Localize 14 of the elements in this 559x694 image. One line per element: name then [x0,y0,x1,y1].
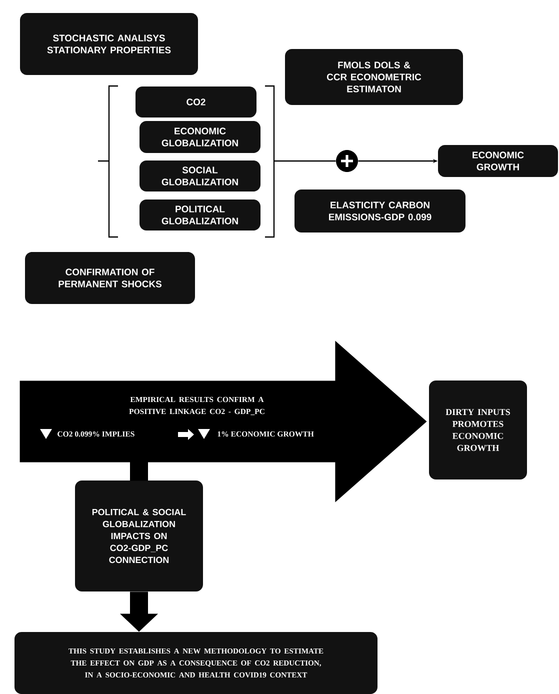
process-box: FMOLS DOLS & CCR ECONOMETRIC ESTIMATON [285,49,463,105]
process-box: POLITICAL & SOCIAL GLOBALIZATION IMPACTS ON CO2-GDP_PC CONNECTION [75,480,203,592]
variable-box: CO2 [136,86,256,118]
process-box: CONFIRMATION OF PERMANENT SHOCKS [25,252,195,304]
conclusion-box: DIRTY INPUTS PROMOTES ECONOMIC GROWTH [429,380,527,480]
variable-box: POLITICAL GLOBALIZATION [140,200,260,230]
block-arrow [20,340,427,502]
connector-bar [130,462,148,481]
variable-box: SOCIAL GLOBALIZATION [140,160,260,192]
process-box: STOCHASTIC ANALISYS STATIONARY PROPERTIES [20,13,198,75]
result-box: ECONOMIC GROWTH [438,145,558,177]
variable-box: ECONOMIC GLOBALIZATION [140,121,260,153]
result-box: ELASTICITY CARBON EMISSIONS-GDP 0.099 [294,190,466,232]
plus-circle [336,150,358,172]
